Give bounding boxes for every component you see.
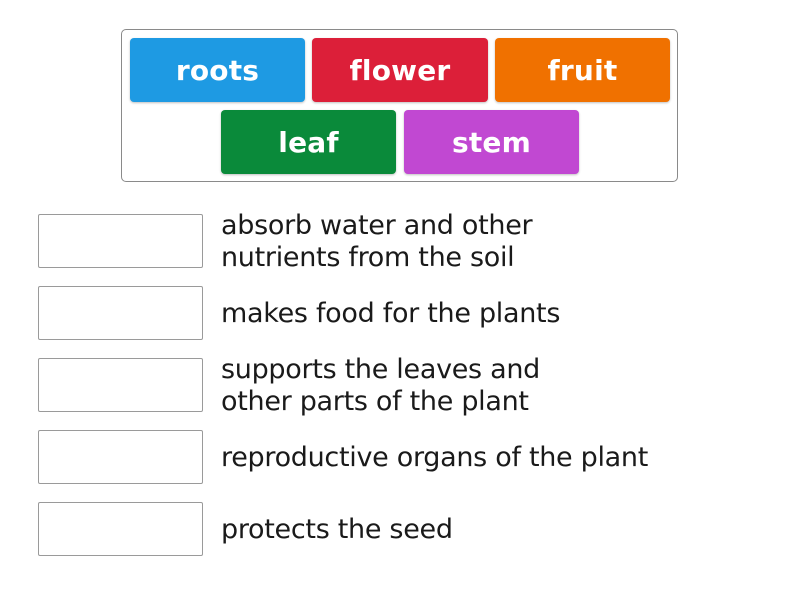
tile-fruit[interactable]: fruit <box>495 38 670 102</box>
match-row: protects the seed <box>38 502 738 558</box>
description: reproductive organs of the plant <box>221 442 649 473</box>
tile-roots[interactable]: roots <box>130 38 305 102</box>
tile-stem[interactable]: stem <box>404 110 579 174</box>
match-row: supports the leaves and other parts of t… <box>38 354 738 417</box>
tile-flower[interactable]: flower <box>312 38 488 102</box>
drop-box[interactable] <box>38 286 203 340</box>
drop-box[interactable] <box>38 358 203 412</box>
match-row: makes food for the plants <box>38 286 738 342</box>
drop-box[interactable] <box>38 502 203 556</box>
drop-box[interactable] <box>38 214 203 268</box>
match-row: reproductive organs of the plant <box>38 430 738 486</box>
description: supports the leaves and other parts of t… <box>221 354 540 417</box>
drop-box[interactable] <box>38 430 203 484</box>
description: protects the seed <box>221 514 453 545</box>
match-row: absorb water and other nutrients from th… <box>38 210 738 273</box>
description: makes food for the plants <box>221 298 561 329</box>
tile-leaf[interactable]: leaf <box>221 110 396 174</box>
description: absorb water and other nutrients from th… <box>221 210 533 273</box>
